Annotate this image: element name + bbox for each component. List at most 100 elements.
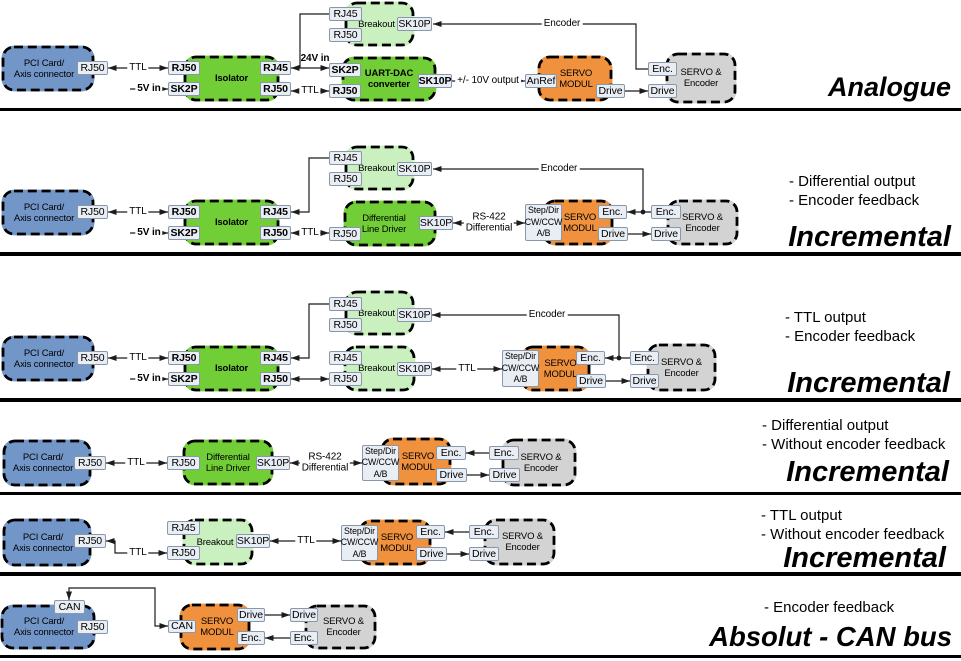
port-tag-sk10p: SK10P <box>397 162 432 176</box>
pci-card-box: PCI Card/ Axis connector <box>4 520 90 565</box>
arrowhead-icon <box>270 538 279 544</box>
breakout-box: Breakout <box>346 3 413 45</box>
junction-dot-icon <box>640 209 646 215</box>
port-tag-rj50: RJ50 <box>77 205 108 219</box>
breakout-box: Breakout <box>345 347 414 390</box>
port-tag-rj50: RJ50 <box>329 84 361 98</box>
separator-line <box>0 252 961 256</box>
arrowhead-icon <box>480 472 489 478</box>
wire <box>433 23 648 70</box>
wire <box>432 314 620 358</box>
wire-label-5v-in: 5V in <box>135 83 163 94</box>
port-tag-enc: Enc. <box>237 631 265 645</box>
port-tag-drive: Drive <box>598 227 628 241</box>
box-label: PCI Card/ Axis connector <box>13 616 75 638</box>
arrowhead-icon <box>320 65 329 71</box>
box-label: PCI Card/ Axis connector <box>13 57 75 80</box>
port-tag-rj45: RJ45 <box>167 521 200 535</box>
servo-modul-box-border <box>179 603 251 651</box>
box-label: SERVO MODUL <box>543 357 578 380</box>
servo-encoder-box: SERVO & Encoder <box>668 201 737 244</box>
servo-modul-box-border <box>380 437 452 486</box>
wire-label-encoder: Encoder <box>526 309 568 320</box>
separator-line <box>0 398 961 402</box>
arrowhead-icon <box>291 65 300 71</box>
arrowhead-icon <box>320 230 329 236</box>
port-tag-rj50: RJ50 <box>168 205 200 219</box>
isolator-box-border <box>183 345 280 392</box>
box-label: PCI Card/ Axis connector <box>12 531 74 554</box>
servo-modul-box-border <box>542 199 614 246</box>
box-label: Breakout <box>358 18 395 30</box>
servo-encoder-box: SERVO & Encoder <box>503 440 575 485</box>
wire-label-24v-in: 24V in <box>300 53 330 64</box>
port-tag-enc: Enc. <box>598 205 627 219</box>
box-label: PCI Card/ Axis connector <box>12 452 74 474</box>
port-tag-enc: Enc. <box>648 62 677 76</box>
port-tag-drive: Drive <box>290 608 318 622</box>
pci-card-box-border <box>1 335 95 382</box>
arrowhead-icon <box>627 209 636 215</box>
arrowhead-icon <box>493 366 502 372</box>
port-tag-sk2p: SK2P <box>168 372 200 386</box>
wire-label-encoder: Encoder <box>538 163 580 174</box>
arrowhead-icon <box>265 635 274 641</box>
port-tag-rj50: RJ50 <box>260 82 291 96</box>
wire <box>433 168 644 212</box>
port-tag-drive: Drive <box>651 227 681 241</box>
row-title: Analogue <box>827 72 951 102</box>
port-tag-drive: Drive <box>576 374 606 388</box>
port-tag-sk10p: SK10P <box>397 308 432 322</box>
servo-encoder-box: SERVO & Encoder <box>667 54 735 102</box>
arrowhead-icon <box>106 460 115 466</box>
row-bullet: - Encoder feedback <box>789 192 920 209</box>
servo-encoder-box-border <box>483 518 556 566</box>
pci-card-box: PCI Card/ Axis connector <box>3 191 93 234</box>
port-tag-stepdir: Step/Dir CW/CCW A/B <box>362 445 399 481</box>
servo-encoder-box-border <box>646 343 717 392</box>
arrowhead-icon <box>432 312 441 318</box>
arrowhead-icon <box>291 88 300 94</box>
row-bullet: - Encoder feedback <box>785 328 916 345</box>
wire <box>291 303 329 359</box>
port-tag-sk10p: SK10P <box>397 362 432 376</box>
port-tag-rj45: RJ45 <box>260 351 291 365</box>
pci-card-box: PCI Card/ Axis connector <box>3 337 93 380</box>
wire-label-ttl: TTL <box>299 85 321 96</box>
port-tag-drive: Drive <box>648 84 677 98</box>
port-tag-rj50: RJ50 <box>329 227 361 241</box>
box-label: Isolator <box>214 73 249 84</box>
arrowhead-icon <box>353 460 362 466</box>
row-title: Incremental <box>786 456 949 488</box>
arrowhead-icon <box>106 538 115 544</box>
separator-line <box>0 491 961 495</box>
breakout-box: Breakout <box>346 147 413 189</box>
port-tag-sk10p: SK10P <box>397 17 432 31</box>
port-tag-rj50: RJ50 <box>74 456 106 470</box>
pci-card-box: PCI Card/ Axis connector <box>3 47 93 90</box>
arrowhead-icon <box>621 378 630 384</box>
box-label: Breakout <box>358 162 395 174</box>
arrowhead-icon <box>159 65 168 71</box>
box-label: Breakout <box>196 536 234 548</box>
box-label: Breakout <box>358 307 395 319</box>
box-label: Differential Line Driver <box>205 451 251 474</box>
wire-label-10v-output: +/- 10V output <box>455 75 521 86</box>
port-tag-stepdir: Step/Dir CW/CCW A/B <box>502 350 539 387</box>
isolator-box-border <box>183 199 280 246</box>
box-label: UART-DAC converter <box>364 68 414 90</box>
box-label: PCI Card/ Axis connector <box>13 201 75 224</box>
port-tag-rj45: RJ45 <box>329 151 362 165</box>
port-tag-stepdir: Step/Dir CW/CCW A/B <box>525 204 562 241</box>
wire <box>299 13 329 68</box>
isolator-box: Isolator <box>185 57 278 100</box>
wire-label-5v-in: 5V in <box>135 373 163 384</box>
port-tag-rj50: RJ50 <box>167 546 200 560</box>
arrowhead-icon <box>642 231 651 237</box>
port-tag-enc: Enc. <box>436 446 466 460</box>
wire-label-rs422: RS-422 Differential <box>299 451 351 474</box>
separator-line <box>0 107 961 111</box>
pci-card-box-border <box>1 45 95 92</box>
port-tag-rj50: RJ50 <box>260 226 291 240</box>
